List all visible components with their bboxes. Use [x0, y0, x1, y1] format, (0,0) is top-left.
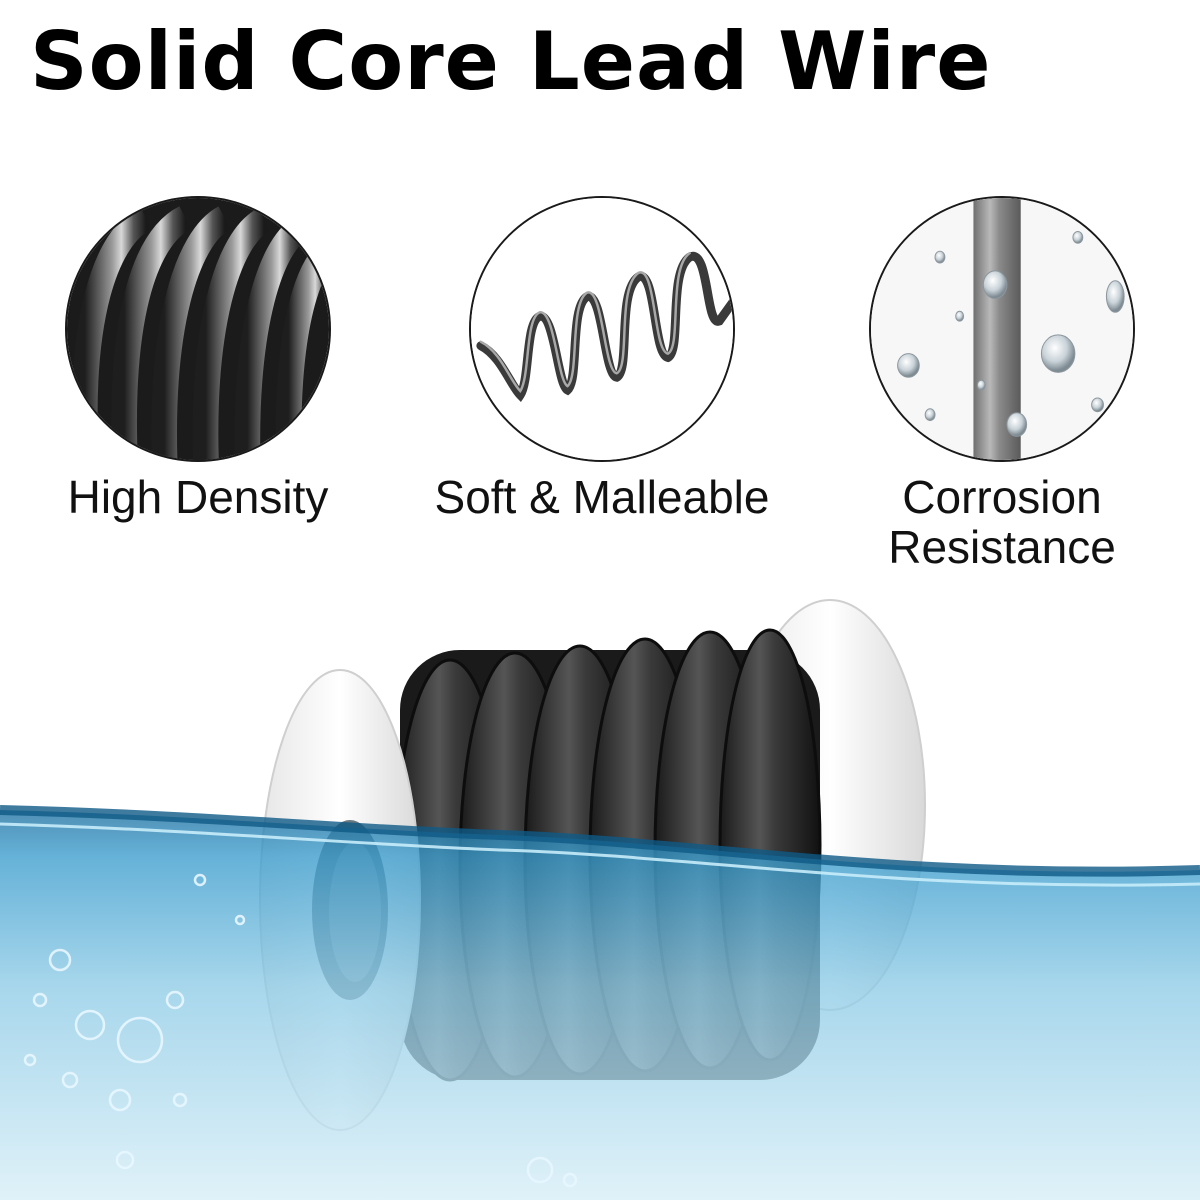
feature-label: Soft & Malleable	[434, 471, 770, 523]
product-image-spool-in-water	[0, 580, 1200, 1200]
feature-high-density: High Density	[28, 196, 368, 522]
feature-label: Corrosion Resistance	[888, 471, 1116, 573]
spring-wire-icon	[469, 196, 735, 462]
feature-label: High Density	[67, 471, 329, 523]
coiled-wire-icon	[65, 196, 331, 462]
page-title: Solid Core Lead Wire	[30, 15, 992, 108]
feature-soft-malleable: Soft & Malleable	[432, 196, 772, 522]
feature-corrosion-resistance: Corrosion Resistance	[832, 196, 1172, 572]
wet-wire-icon	[869, 196, 1135, 462]
